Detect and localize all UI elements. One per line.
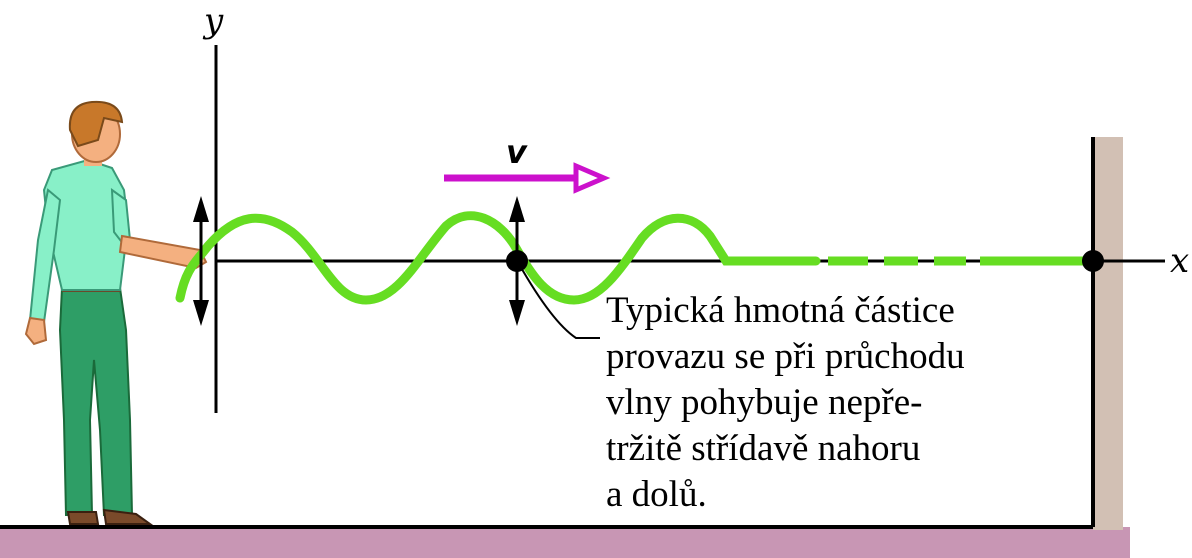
- rope-particle: [506, 250, 528, 272]
- caption-text: Typická hmotná částice provazu se při pr…: [606, 288, 1086, 518]
- caption-line: vlny pohybuje nepře-: [606, 382, 923, 423]
- velocity-label: v: [506, 133, 527, 171]
- caption-line: provazu se při průchodu: [606, 336, 965, 377]
- caption-line: tržitě střídavě nahoru: [606, 428, 921, 469]
- wall: [1093, 137, 1123, 530]
- person-figure: [24, 100, 208, 525]
- caption-leader: [518, 263, 600, 339]
- oscillation-arrow-hand: [193, 196, 209, 326]
- wall-attachment: [1082, 250, 1104, 272]
- rope-wave: [175, 211, 821, 305]
- floor: [0, 527, 1130, 558]
- caption-line: a dolů.: [606, 474, 707, 515]
- caption-line: Typická hmotná částice: [606, 290, 955, 331]
- velocity-arrow: [444, 162, 611, 194]
- x-axis-label: x: [1170, 241, 1190, 281]
- y-axis-label: y: [204, 1, 224, 41]
